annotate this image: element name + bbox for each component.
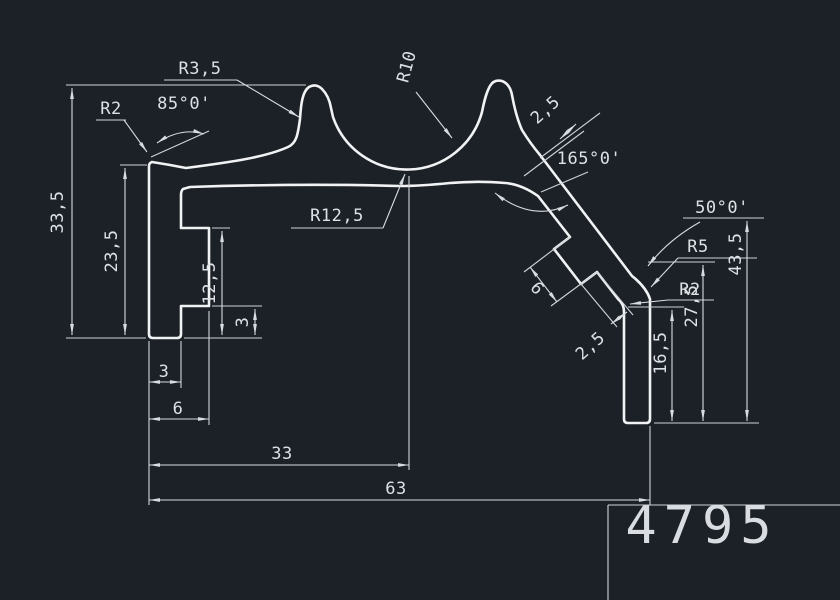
arc-angle-85 — [156, 128, 205, 144]
dim-label-63: 63 — [385, 479, 406, 499]
title-block-border — [607, 504, 840, 600]
leader-shelves — [96, 79, 757, 301]
part-number: 4795 — [625, 496, 778, 556]
dim-label-43-5: 43,5 — [726, 233, 746, 276]
dim-label-12-5: 12,5 — [200, 262, 220, 305]
dim-label-slot-width: 6 — [526, 278, 548, 299]
radius-label-r10: R10 — [393, 49, 421, 85]
leader-r5 — [650, 257, 679, 288]
dim-label-33: 33 — [271, 444, 292, 464]
radius-label-r12-5: R12,5 — [310, 206, 364, 226]
dim-line-slot-width — [529, 266, 558, 303]
dim-line-slot-depth — [610, 311, 628, 325]
radius-label-r2-right: R2 — [679, 280, 700, 300]
leader-r2-left — [123, 119, 148, 153]
angle-label-165: 165°0' — [557, 149, 621, 169]
dim-label-3-horiz: 3 — [159, 362, 170, 382]
dim-label-27-5: 27,5 — [682, 285, 702, 328]
extension-lines — [66, 84, 764, 505]
dim-label-3-vert: 3 — [233, 317, 253, 328]
dim-label-slot-depth: 2,5 — [572, 328, 609, 364]
radius-label-r2-left: R2 — [100, 99, 121, 119]
angle-label-85: 85°0' — [157, 94, 211, 114]
dim-label-16-5: 16,5 — [651, 332, 671, 375]
dim-line-web-thickness — [559, 123, 577, 140]
dim-label-6-horiz: 6 — [173, 399, 184, 419]
leader-r2-right — [629, 299, 669, 305]
arc-angle-165 — [494, 192, 569, 212]
leader-angle-50 — [647, 221, 701, 267]
leader-r3-5 — [236, 79, 300, 118]
dim-label-33-5: 33,5 — [48, 191, 68, 234]
radius-label-r5: R5 — [687, 237, 708, 257]
angle-label-50: 50°0' — [695, 198, 749, 218]
leader-r12-5 — [382, 173, 406, 229]
leader-r10 — [415, 91, 453, 139]
profile-outline — [147, 79, 652, 425]
dim-label-23-5: 23,5 — [102, 230, 122, 273]
radius-label-r3-5: R3,5 — [179, 59, 222, 79]
dim-label-web-thickness: 2,5 — [527, 92, 564, 128]
